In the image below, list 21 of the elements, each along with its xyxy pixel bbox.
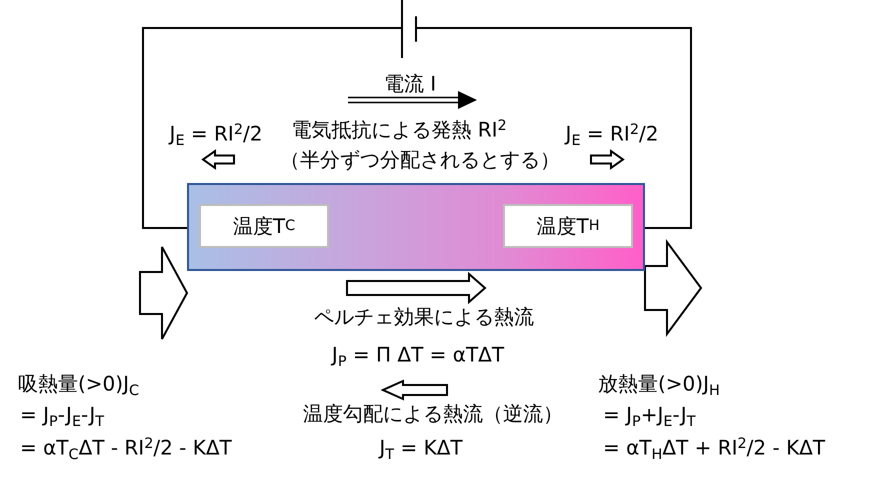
formula: = αT$_{C}$ΔT - RI$^{2}$/2 - KΔT [20,436,232,460]
element-bar [187,183,645,271]
formula: = J$_{P}$+J$_{E}$-J$_{T}$ [603,404,696,426]
wire [142,27,401,229]
heat-flow-label: ペルチェ効果による熱流 [314,306,534,328]
heat-flow-arrow [644,238,702,338]
formula: J$_{P}$ = Π ΔT = αTΔT [332,344,504,366]
wire [417,27,692,229]
heat-flow-label: 温度勾配による熱流（逆流） [303,402,563,426]
formula: J$_{E}$ = RI$^{2}$/2 [170,122,262,146]
formula: J$_{T}$ = KΔT [379,436,463,460]
heat-absorbed-label: 吸熱量(>0)J$_{C}$ [18,372,140,396]
heat-label: 電気抵抗による発熱 RI$^{2}$ [291,118,507,142]
battery-symbol [401,0,417,58]
current-label: 電流 I [384,72,436,96]
heat-flow-arrow [139,246,188,340]
formula: = αT$_{H}$ΔT + RI$^{2}$/2 - KΔT [603,436,826,460]
formula: = J$_{P}$-J$_{E}$-J$_{T}$ [20,404,104,426]
formula: J$_{E}$ = RI$^{2}$/2 [566,122,658,146]
heat-released-label: 放熱量(>0)J$_{H}$ [598,372,720,396]
note-text: （半分ずつ分配されるとする） [280,148,560,172]
